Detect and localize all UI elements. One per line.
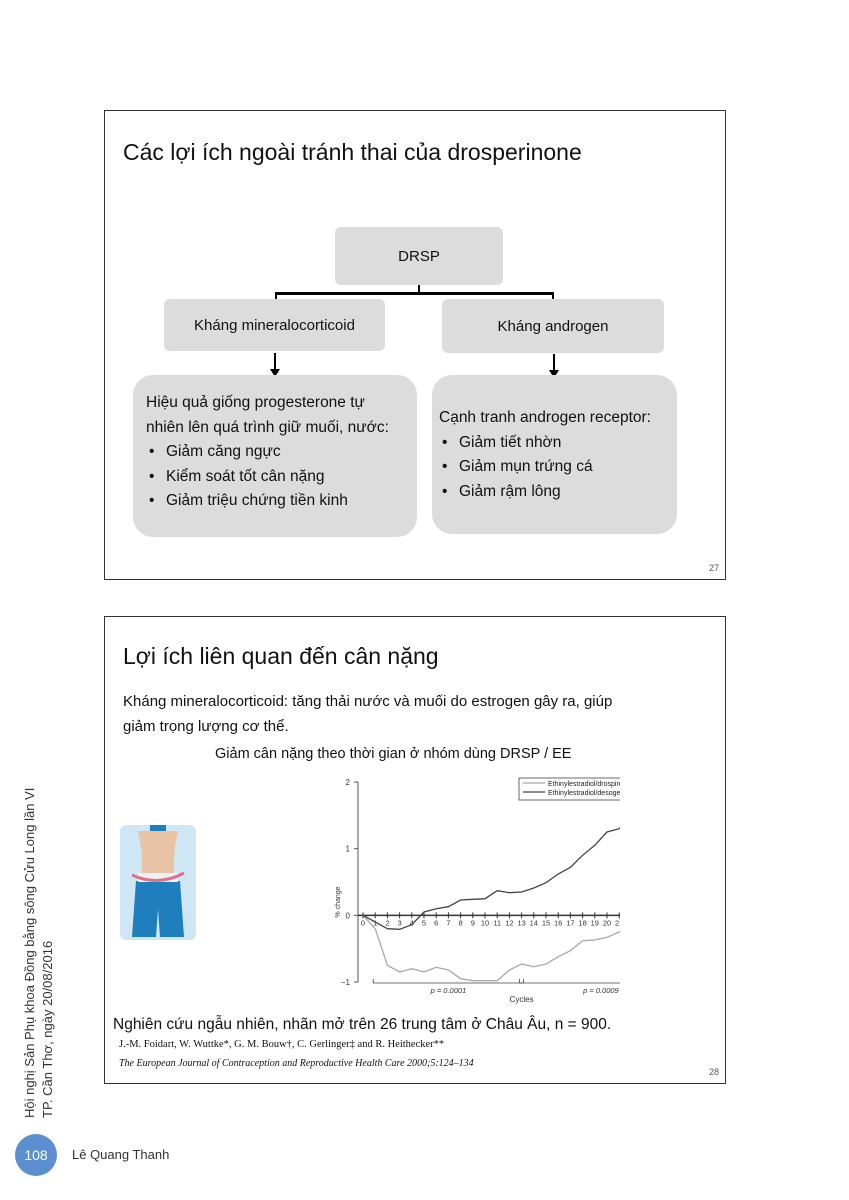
paragraph-line: giảm trọng lượng cơ thể.: [123, 714, 713, 739]
anti-mineralocorticoid-box: Kháng mineralocorticoid: [164, 299, 385, 351]
connector-right-drop: [552, 292, 554, 299]
p-value-bracket: [520, 979, 620, 983]
effects-intro-line: nhiên lên quá trình giữ muối, nước:: [146, 416, 417, 441]
y-tick-label: 1: [346, 845, 351, 854]
x-tick-label: 14: [530, 918, 538, 927]
x-tick-label: 18: [578, 918, 586, 927]
connector-left-drop: [275, 292, 277, 299]
x-tick-label: 6: [434, 918, 438, 927]
slide-number: 27: [709, 563, 719, 573]
slide-28: Lợi ích liên quan đến cân nặng Kháng min…: [104, 616, 726, 1084]
list-item: Giảm triệu chứng tiền kinh: [146, 489, 417, 514]
x-tick-label: 12: [505, 918, 513, 927]
x-tick-label: 8: [459, 918, 463, 927]
list-item: Giảm rậm lông: [439, 480, 677, 505]
x-tick-label: 0: [361, 918, 365, 927]
chart-caption: Giảm cân nặng theo thời gian ở nhóm dùng…: [215, 742, 571, 767]
y-axis-label: % change: [335, 886, 342, 917]
y-tick-label: 2: [346, 778, 351, 787]
citation-journal: The European Journal of Contraception an…: [119, 1056, 474, 1072]
x-tick-label: 7: [446, 918, 450, 927]
weight-loss-photo: [120, 825, 196, 940]
connector-horizontal: [275, 292, 554, 295]
slide-number: 28: [709, 1067, 719, 1077]
x-tick-label: 17: [566, 918, 574, 927]
effects-list: Giảm tiết nhờn Giảm mụn trứng cá Giảm rậ…: [439, 431, 677, 505]
weight-change-chart: 210−101234567891011121314151617181920212…: [220, 776, 620, 1006]
drsp-box: DRSP: [335, 227, 503, 285]
conference-title: Hội nghị Sản Phụ khoa Đồng bằng sông Cửu…: [22, 788, 37, 1118]
legend-label: Ethinylestradiol/drospirenone: [548, 781, 620, 788]
androgen-effects-box: Cạnh tranh androgen receptor: Giảm tiết …: [432, 375, 677, 534]
x-tick-label: 10: [481, 918, 489, 927]
y-tick-label: −1: [341, 978, 351, 987]
x-tick-label: 13: [517, 918, 525, 927]
p-value-bracket: [373, 979, 523, 983]
intro-paragraph: Kháng mineralocorticoid: tăng thải nước …: [123, 689, 713, 739]
x-axis-label: Cycles: [510, 995, 534, 1004]
x-tick-label: 5: [422, 918, 426, 927]
x-tick-label: 3: [398, 918, 402, 927]
list-item: Giảm mụn trứng cá: [439, 455, 677, 480]
effects-intro-line: Hiệu quả giống progesterone tự: [146, 391, 417, 416]
anti-androgen-box: Kháng androgen: [442, 299, 664, 353]
x-tick-label: 20: [603, 918, 611, 927]
x-tick-label: 2: [385, 918, 389, 927]
author-name: Lê Quang Thanh: [72, 1147, 169, 1162]
series-line: [363, 889, 620, 981]
slide-title: Các lợi ích ngoài tránh thai của drosper…: [123, 139, 582, 166]
list-item: Kiểm soát tốt cân nặng: [146, 465, 417, 490]
x-tick-label: 16: [554, 918, 562, 927]
list-item: Giảm tiết nhờn: [439, 431, 677, 456]
x-tick-label: 15: [542, 918, 550, 927]
mineralocorticoid-effects-box: Hiệu quả giống progesterone tự nhiên lên…: [133, 375, 417, 537]
conference-date: TP. Cần Thơ, ngày 20/08/2016: [40, 941, 55, 1118]
page-number-badge: 108: [15, 1134, 57, 1176]
x-tick-label: 11: [493, 918, 501, 927]
study-note: Nghiên cứu ngẫu nhiên, nhãn mở trên 26 t…: [113, 1012, 611, 1037]
list-item: Giảm căng ngực: [146, 440, 417, 465]
p-value-label: p = 0.0001: [430, 986, 467, 995]
legend-label: Ethinylestradiol/desogestrel: [548, 790, 620, 797]
x-tick-label: 19: [591, 918, 599, 927]
p-value-label: p = 0.0009: [582, 986, 619, 995]
slide-title: Lợi ích liên quan đến cân nặng: [123, 643, 439, 670]
effects-list: Giảm căng ngực Kiểm soát tốt cân nặng Gi…: [146, 440, 417, 514]
slide-27: Các lợi ích ngoài tránh thai của drosper…: [104, 110, 726, 580]
effects-intro-line: Cạnh tranh androgen receptor:: [439, 406, 677, 431]
x-tick-label: 9: [471, 918, 475, 927]
x-tick-label: 21: [615, 918, 620, 927]
y-tick-label: 0: [346, 911, 351, 920]
citation-authors: J.-M. Foidart, W. Wuttke*, G. M. Bouw†, …: [119, 1037, 444, 1053]
paragraph-line: Kháng mineralocorticoid: tăng thải nước …: [123, 689, 713, 714]
series-line: [363, 815, 620, 929]
